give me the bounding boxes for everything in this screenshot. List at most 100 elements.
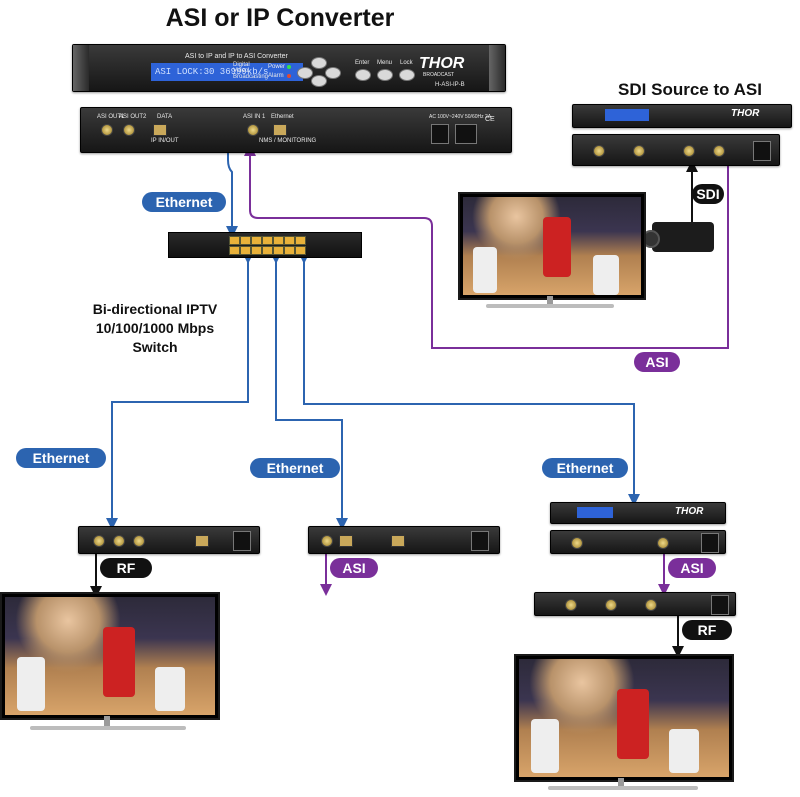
alarm-indicator-label: Alarm	[268, 73, 284, 79]
rear-label: IP IN/OUT	[151, 138, 179, 144]
brand-sub: BROADCAST	[423, 72, 455, 78]
switch-port	[262, 236, 273, 245]
asi-in-connector	[247, 124, 259, 136]
data-port	[153, 124, 167, 136]
ethernet-line-converter-switch	[222, 142, 238, 238]
rear-label: ASI OUT2	[119, 114, 147, 120]
player-figure	[103, 627, 135, 697]
rear-label: NMS / MONITORING	[259, 138, 317, 144]
asi-tag: ASI	[634, 352, 680, 372]
tv-screen	[519, 659, 729, 777]
video-camera-icon	[642, 222, 714, 252]
connector-icon	[113, 535, 125, 547]
menu-button[interactable]	[377, 69, 393, 81]
tv-stand-base	[486, 304, 614, 308]
player-figure	[155, 667, 185, 711]
encoder-brand-logo: THOR	[731, 108, 760, 119]
rack-ear	[73, 45, 89, 91]
faceplate-caption: ASI to IP and IP to ASI Converter	[185, 53, 288, 60]
rear-label: Ethernet	[271, 114, 294, 120]
tv-screen	[5, 597, 215, 715]
modulator-right	[534, 592, 736, 616]
ethernet-line-switch-right	[298, 252, 640, 506]
lock-button[interactable]	[399, 69, 415, 81]
converter-right-front: THOR	[550, 502, 726, 524]
rf-tag: RF	[682, 620, 732, 640]
tv-stand	[618, 778, 624, 786]
rear-label: AC 100V~240V 50/60Hz 2A	[429, 114, 492, 120]
tv-screen	[463, 197, 641, 295]
sdi-tag: SDI	[692, 184, 724, 204]
asi-line-sdi-to-converter	[244, 144, 729, 349]
rear-label: ASI OUT1	[97, 114, 125, 120]
player-figure	[617, 689, 649, 759]
right-button[interactable]	[325, 67, 341, 79]
menu-label: Menu	[377, 60, 393, 66]
ethernet-tag: Ethernet	[142, 192, 226, 212]
encoder-lcd	[605, 109, 649, 121]
down-button[interactable]	[311, 75, 327, 87]
switch-port	[273, 236, 284, 245]
power-inlet-icon	[233, 531, 251, 551]
power-inlet-icon	[455, 124, 477, 144]
feature-line: Digital	[233, 62, 250, 68]
power-inlet-icon	[701, 533, 719, 553]
ethernet-port	[273, 124, 287, 136]
power-inlet-icon	[471, 531, 489, 551]
converter-front-panel: ASI to IP and IP to ASI Converter ASI LO…	[72, 44, 506, 92]
player-figure	[531, 719, 559, 773]
diagram-title: ASI or IP Converter	[165, 4, 395, 32]
power-indicator-label: Power	[268, 64, 286, 70]
player-figure	[593, 255, 619, 295]
switch-port	[262, 246, 273, 255]
connector-icon	[683, 145, 695, 157]
enter-button[interactable]	[355, 69, 371, 81]
sdi-section-title: SDI Source to ASI	[618, 80, 762, 99]
converter-rear-panel: ASI OUT1 ASI OUT2 DATA IP IN/OUT ASI IN …	[80, 107, 512, 153]
connector-icon	[93, 535, 105, 547]
switch-port	[251, 236, 262, 245]
switch-port	[295, 246, 306, 255]
switch-port	[284, 236, 295, 245]
ethernet-port	[195, 535, 209, 547]
tv-stand-base	[548, 786, 698, 790]
switch-port	[240, 236, 251, 245]
sdi-encoder-front: THOR	[572, 104, 792, 128]
feature-line: Video	[233, 68, 249, 74]
switch-label-line: Bi-directional IPTV	[92, 301, 218, 317]
asi-out1-connector	[101, 124, 113, 136]
player-figure	[473, 247, 497, 293]
ethernet-port	[339, 535, 353, 547]
feature-line: Broadcasting	[233, 74, 269, 80]
front-lcd: ASI LOCK:30 36999kb/s	[151, 63, 303, 81]
connector-icon	[571, 537, 583, 549]
tv-stand	[547, 296, 553, 304]
rear-label: DATA	[157, 114, 173, 120]
switch-port	[229, 236, 240, 245]
up-button[interactable]	[311, 57, 327, 69]
switch-port	[251, 246, 262, 255]
brand-logo: THOR	[675, 506, 704, 517]
ethernet-tag: Ethernet	[542, 458, 628, 478]
left-button[interactable]	[297, 67, 313, 79]
lcd-display	[577, 507, 613, 518]
connector-icon	[645, 599, 657, 611]
power-led-icon	[287, 65, 291, 69]
ethernet-tag: Ethernet	[16, 448, 106, 468]
switch-port	[284, 246, 295, 255]
rear-label: ASI IN 1	[243, 114, 266, 120]
ethernet-line-switch-left	[106, 252, 254, 530]
ethernet-line-switch-mid	[270, 252, 348, 530]
tv-bottom-left	[0, 592, 220, 720]
rack-ear	[489, 45, 505, 91]
tv-stand	[104, 716, 110, 726]
switch-port	[229, 246, 240, 255]
asi-tag: ASI	[330, 558, 378, 578]
asi-tag: ASI	[668, 558, 716, 578]
connector-icon	[605, 599, 617, 611]
player-figure	[543, 217, 571, 277]
sdi-encoder-rear	[572, 134, 780, 166]
tv-stand-base	[30, 726, 186, 730]
converter-mid	[308, 526, 500, 554]
